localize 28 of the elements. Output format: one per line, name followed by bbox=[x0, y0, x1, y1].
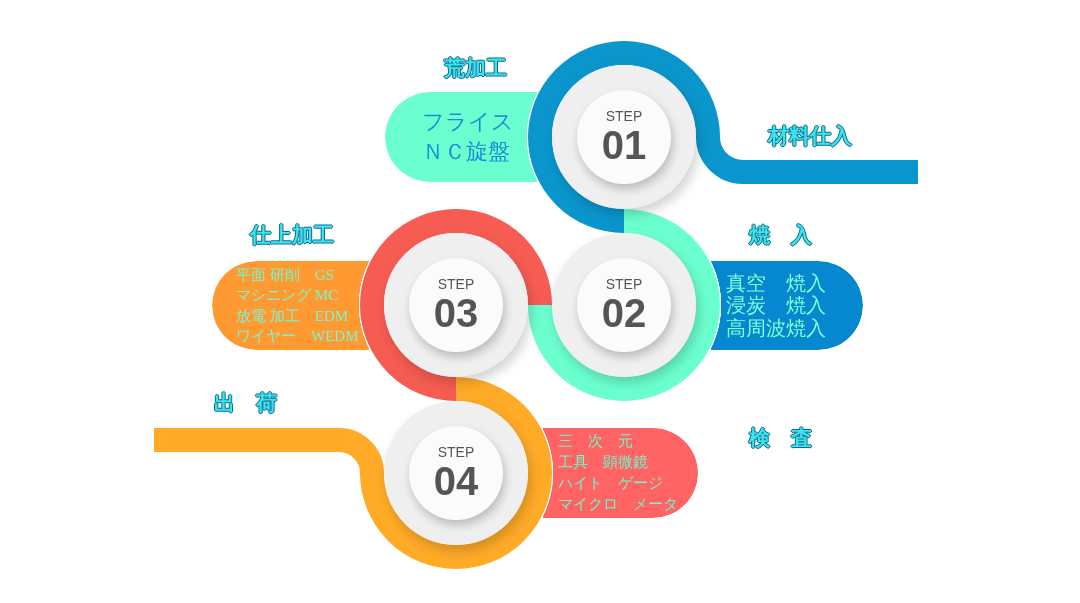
item-text: 浸炭 焼入 bbox=[726, 294, 826, 317]
stage-heading: 仕上加工 bbox=[250, 222, 334, 248]
item-text: マイクロ メータ bbox=[558, 495, 678, 514]
step-number: 02 bbox=[601, 292, 647, 334]
item-text: ワイヤー WEDM bbox=[236, 327, 359, 346]
item-text: 高周波焼入 bbox=[726, 316, 826, 340]
step-number: 04 bbox=[433, 460, 479, 502]
stage-heading: 焼 入 bbox=[748, 222, 812, 248]
timeline-band bbox=[154, 428, 384, 474]
stage-label: 材料仕入 bbox=[768, 123, 852, 149]
step-label: STEP bbox=[605, 276, 643, 292]
item-text: フライス bbox=[422, 108, 514, 136]
item-text: 平面 研削 GS bbox=[236, 265, 334, 285]
item-text: ハイト ゲージ bbox=[558, 474, 663, 493]
step-label: STEP bbox=[437, 444, 475, 460]
stage-label: 出 荷 bbox=[213, 390, 277, 416]
item-text: 放電 加工 EDM bbox=[236, 306, 349, 326]
step-number: 01 bbox=[601, 124, 647, 166]
item-text: 工具 顕微鏡 bbox=[558, 453, 648, 472]
stage-heading: 荒加工 bbox=[443, 55, 507, 81]
step-number: 03 bbox=[433, 292, 479, 334]
item-text: ＮＣ旋盤 bbox=[422, 138, 510, 166]
stage-heading: 検 査 bbox=[748, 425, 812, 451]
step-label: STEP bbox=[605, 108, 643, 124]
item-text: 三 次 元 bbox=[558, 432, 633, 451]
item-text: マシニング MC bbox=[236, 286, 339, 305]
item-text: 真空 焼入 bbox=[726, 271, 826, 295]
step-label: STEP bbox=[437, 276, 475, 292]
